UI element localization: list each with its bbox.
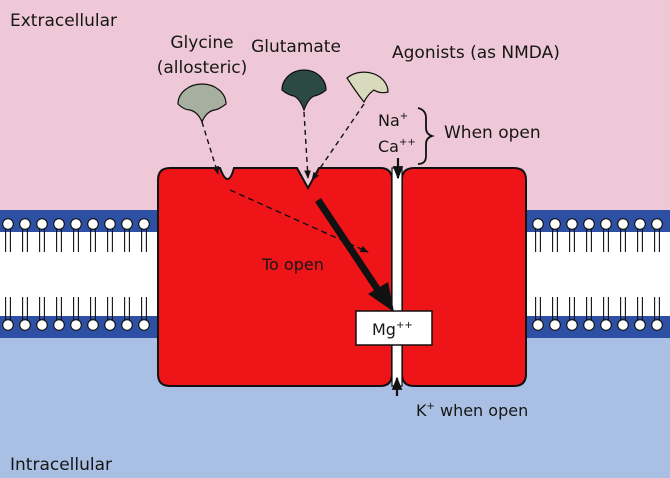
na-label: Na+ bbox=[378, 111, 408, 130]
k-label: K+ when open bbox=[416, 401, 528, 420]
agonist-ligand-icon bbox=[346, 71, 389, 104]
intracellular-label: Intracellular bbox=[10, 455, 112, 475]
channel-pore bbox=[391, 167, 403, 387]
glycine-ligand-icon bbox=[177, 83, 227, 124]
magnesium-block: Mg++ bbox=[355, 310, 433, 346]
agonist-binding-path bbox=[311, 103, 365, 181]
opening-arrow bbox=[315, 198, 385, 298]
opening-arrow-head bbox=[368, 282, 394, 312]
when-open-label: When open bbox=[444, 123, 541, 143]
receptor-subunit-right bbox=[401, 167, 527, 387]
ion-brace bbox=[417, 107, 435, 165]
glutamate-label: Glutamate bbox=[251, 37, 341, 57]
glycine-allosteric-label: (allosteric) bbox=[157, 58, 248, 78]
glycine-binding-path bbox=[201, 121, 219, 175]
to-open-label: To open bbox=[261, 255, 324, 274]
mg-block-box bbox=[355, 310, 433, 346]
glutamate-binding-path bbox=[303, 111, 311, 179]
allosteric-effect-path bbox=[229, 189, 369, 253]
agonists-label: Agonists (as NMDA) bbox=[392, 43, 560, 63]
extracellular-label: Extracellular bbox=[10, 11, 117, 31]
ca-label: Ca++ bbox=[378, 137, 416, 156]
glycine-label: Glycine bbox=[170, 33, 233, 53]
receptor-subunit-left-body bbox=[157, 167, 393, 387]
glutamate-ligand-icon bbox=[281, 69, 327, 112]
mg-label: Mg++ bbox=[372, 320, 413, 339]
